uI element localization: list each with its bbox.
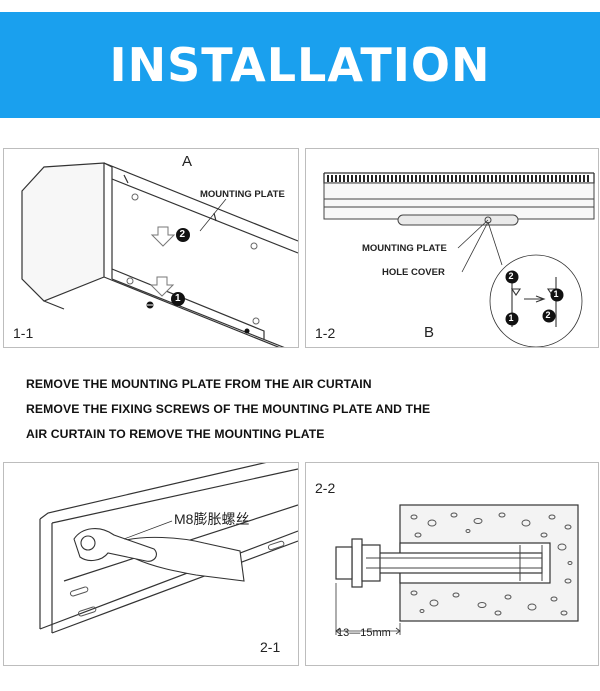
panel-1-2: MOUNTING PLATE HOLE COVER 2 1 1 2 1-2 B xyxy=(305,148,599,348)
page-title: INSTALLATION xyxy=(109,38,491,92)
instruction-line-2: REMOVE THE FIXING SCREWS OF THE MOUNTING… xyxy=(26,402,431,416)
step-label-1-2: 1-2 xyxy=(315,325,336,341)
m8-expansion-screw-callout: M8膨胀螺丝 xyxy=(174,511,250,527)
panel-2-1: M8膨胀螺丝 2-1 xyxy=(3,462,299,666)
air-curtain-end-illustration xyxy=(21,162,298,347)
expansion-screw-section-illustration xyxy=(335,504,579,635)
instruction-line-3: AIR CURTAIN TO REMOVE THE MOUNTING PLATE xyxy=(26,427,325,441)
hole-cover-callout: HOLE COVER xyxy=(382,267,445,278)
panel-letter-b: B xyxy=(424,324,435,341)
zoom-marker-1b-label: 1 xyxy=(553,289,559,299)
marker-1-label: 1 xyxy=(175,292,181,304)
air-curtain-front-illustration xyxy=(323,172,595,347)
step-label-2-2: 2-2 xyxy=(315,480,336,496)
panel-1-1: A MOUNTING PLATE 2 1 1-1 xyxy=(3,148,299,348)
instruction-line-1: REMOVE THE MOUNTING PLATE FROM THE AIR C… xyxy=(26,377,372,391)
marker-1-icon xyxy=(171,292,185,306)
expansion-screw-install-illustration xyxy=(39,463,298,634)
zoom-marker-1-label: 1 xyxy=(508,313,514,323)
mounting-plate-callout: MOUNTING PLATE xyxy=(362,243,447,254)
panel-2-2: 2-2 13—15mm xyxy=(305,462,599,666)
marker-2-label: 2 xyxy=(179,228,186,240)
panel-letter-a: A xyxy=(182,153,193,170)
mounting-plate-callout: MOUNTING PLATE xyxy=(200,189,285,200)
embed-depth-dimension: 13—15mm xyxy=(337,627,391,639)
zoom-marker-2b-label: 2 xyxy=(545,310,551,320)
marker-2-icon xyxy=(176,228,190,242)
step-label-2-1: 2-1 xyxy=(260,639,281,655)
zoom-marker-2-label: 2 xyxy=(508,271,514,281)
title-banner: INSTALLATION xyxy=(0,12,600,118)
step-label-1-1: 1-1 xyxy=(13,325,34,341)
